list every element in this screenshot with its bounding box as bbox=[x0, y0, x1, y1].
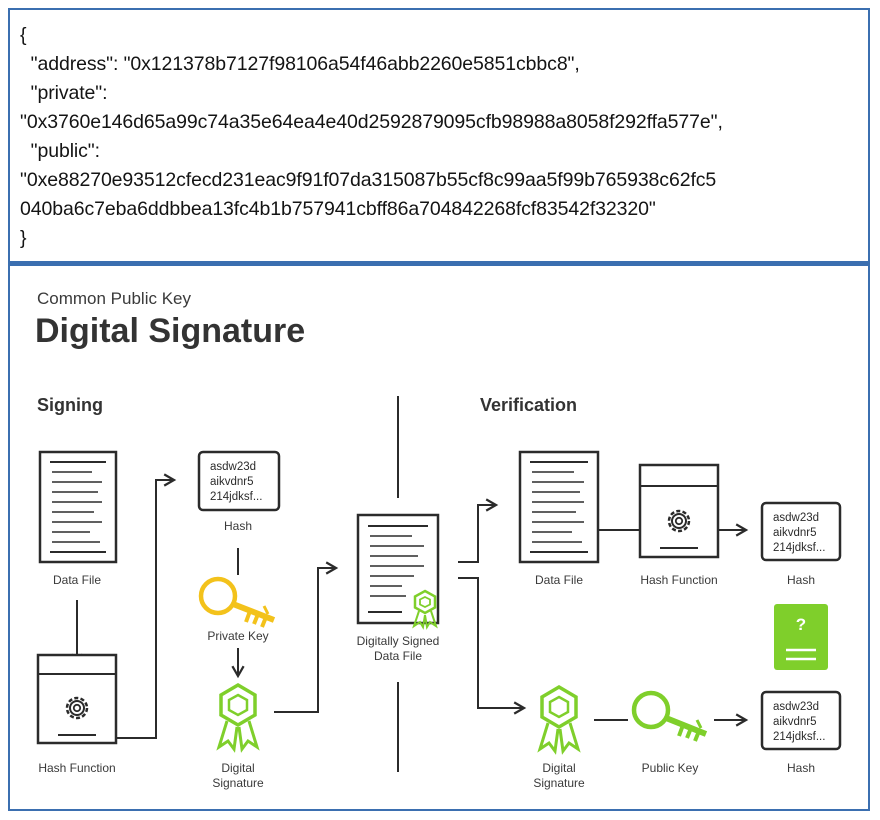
signing-digital-signature-icon bbox=[216, 682, 260, 753]
hash-bottom-line: aikvdnr5 bbox=[773, 716, 816, 728]
hash-bottom-line: 214jdksf... bbox=[773, 731, 825, 743]
code-line: "address": "0x121378b7127f98106a54f46abb… bbox=[20, 53, 580, 75]
diagram-title: Digital Signature bbox=[35, 312, 305, 350]
signing-hash-label: Hash bbox=[224, 519, 252, 533]
signing-hash-line: asdw23d bbox=[210, 461, 256, 473]
code-line: "0xe88270e93512cfecd231eac9f91f07da31508… bbox=[20, 169, 717, 191]
verification-hash-bottom-label: Hash bbox=[787, 761, 815, 775]
compare-document-icon bbox=[774, 604, 828, 670]
code-line: 040ba6c7eba6ddbbea13fc4b1b757941cbff86a7… bbox=[20, 198, 656, 220]
hash-top-line: asdw23d bbox=[773, 512, 819, 524]
verification-signature-label: Digital bbox=[542, 761, 575, 775]
verification-hash-bottom-box bbox=[760, 690, 842, 751]
signed-file-badge-icon bbox=[412, 589, 438, 630]
arrow-hash-function-to-hash bbox=[116, 473, 177, 739]
hash-bottom-line: asdw23d bbox=[773, 701, 819, 713]
verification-heading: Verification bbox=[480, 395, 577, 415]
signing-data-file-label: Data File bbox=[53, 573, 101, 587]
code-line: "private": bbox=[20, 82, 108, 104]
arrow-signature-to-signed-file bbox=[274, 561, 339, 713]
code-line: } bbox=[20, 227, 27, 249]
signing-hash-line: 214jdksf... bbox=[210, 491, 262, 503]
key-json-panel: { "address": "0x121378b7127f98106a54f46a… bbox=[8, 8, 870, 263]
digitally-signed-file-icon bbox=[356, 513, 440, 625]
verification-data-file-icon bbox=[518, 450, 600, 564]
arrow-signed-file-to-signature bbox=[458, 577, 527, 715]
diagram-subtitle: Common Public Key bbox=[37, 289, 192, 308]
verification-signature-label: Signature bbox=[533, 776, 585, 790]
public-key-icon bbox=[631, 690, 708, 742]
signing-signature-label: Signature bbox=[212, 776, 264, 790]
signing-heading: Signing bbox=[37, 395, 103, 415]
signing-hash-line: aikvdnr5 bbox=[210, 476, 253, 488]
gear-icon bbox=[65, 696, 89, 720]
code-line: { bbox=[20, 24, 27, 46]
signing-signature-label: Digital bbox=[221, 761, 254, 775]
verification-hash-top-box bbox=[760, 501, 842, 562]
compare-question-mark: ? bbox=[796, 615, 806, 634]
digital-signature-diagram: Common Public Key Digital Signature Sign… bbox=[35, 289, 842, 790]
verification-hash-function-icon bbox=[638, 463, 720, 559]
code-line: "public": bbox=[20, 140, 100, 162]
digital-signature-diagram-panel: Common Public Key Digital Signature Sign… bbox=[8, 263, 870, 811]
verification-digital-signature-icon bbox=[537, 684, 581, 755]
signed-file-label: Data File bbox=[374, 649, 422, 663]
verification-hash-function-label: Hash Function bbox=[640, 573, 717, 587]
private-key-label: Private Key bbox=[207, 629, 268, 643]
arrow-signed-file-to-data-file bbox=[458, 498, 499, 563]
signing-hash-function-label: Hash Function bbox=[38, 761, 115, 775]
signing-data-file-icon bbox=[38, 450, 118, 564]
verification-hash-top-label: Hash bbox=[787, 573, 815, 587]
hash-top-line: aikvdnr5 bbox=[773, 527, 816, 539]
verification-data-file-label: Data File bbox=[535, 573, 583, 587]
hash-top-line: 214jdksf... bbox=[773, 542, 825, 554]
signing-hash-box bbox=[197, 450, 281, 512]
signed-file-label: Digitally Signed bbox=[357, 634, 440, 648]
code-line: "0x3760e146d65a99c74a35e64ea4e40d2592879… bbox=[20, 111, 723, 133]
public-key-label: Public Key bbox=[642, 761, 699, 775]
private-key-icon bbox=[198, 576, 276, 628]
gear-icon bbox=[667, 509, 691, 533]
